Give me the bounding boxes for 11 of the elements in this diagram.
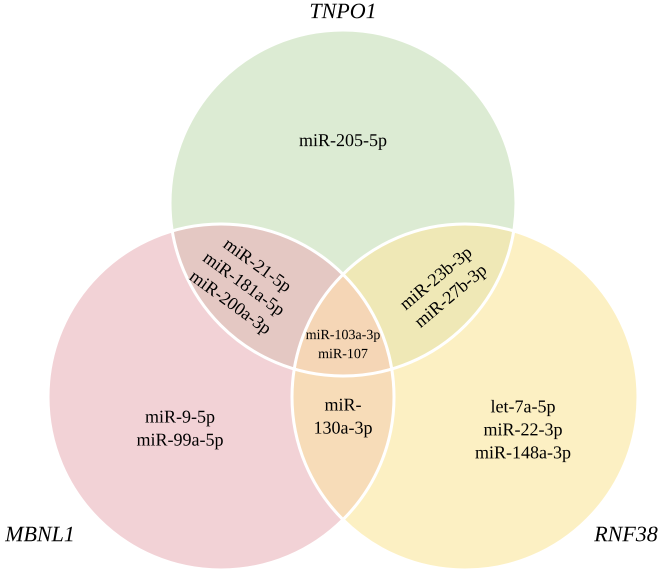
venn-circle — [290, 222, 658, 569]
set-label: miR-205-5p — [299, 134, 386, 150]
region-label: miR-130a-3p — [315, 398, 372, 438]
set-title: MBNL1 — [4, 526, 72, 542]
set-title: RNF38 — [594, 526, 658, 542]
venn-circle — [4, 222, 396, 569]
region-label: miR-103a-3p miR-107 — [306, 330, 380, 358]
venn-circle — [168, 4, 518, 378]
set-title: TNPO1 — [310, 4, 374, 18]
set-label: let-7a-5p miR-22-3p miR-148a-3p — [475, 400, 570, 462]
set-label: miR-9-5p miR-99a-5p — [136, 410, 223, 450]
